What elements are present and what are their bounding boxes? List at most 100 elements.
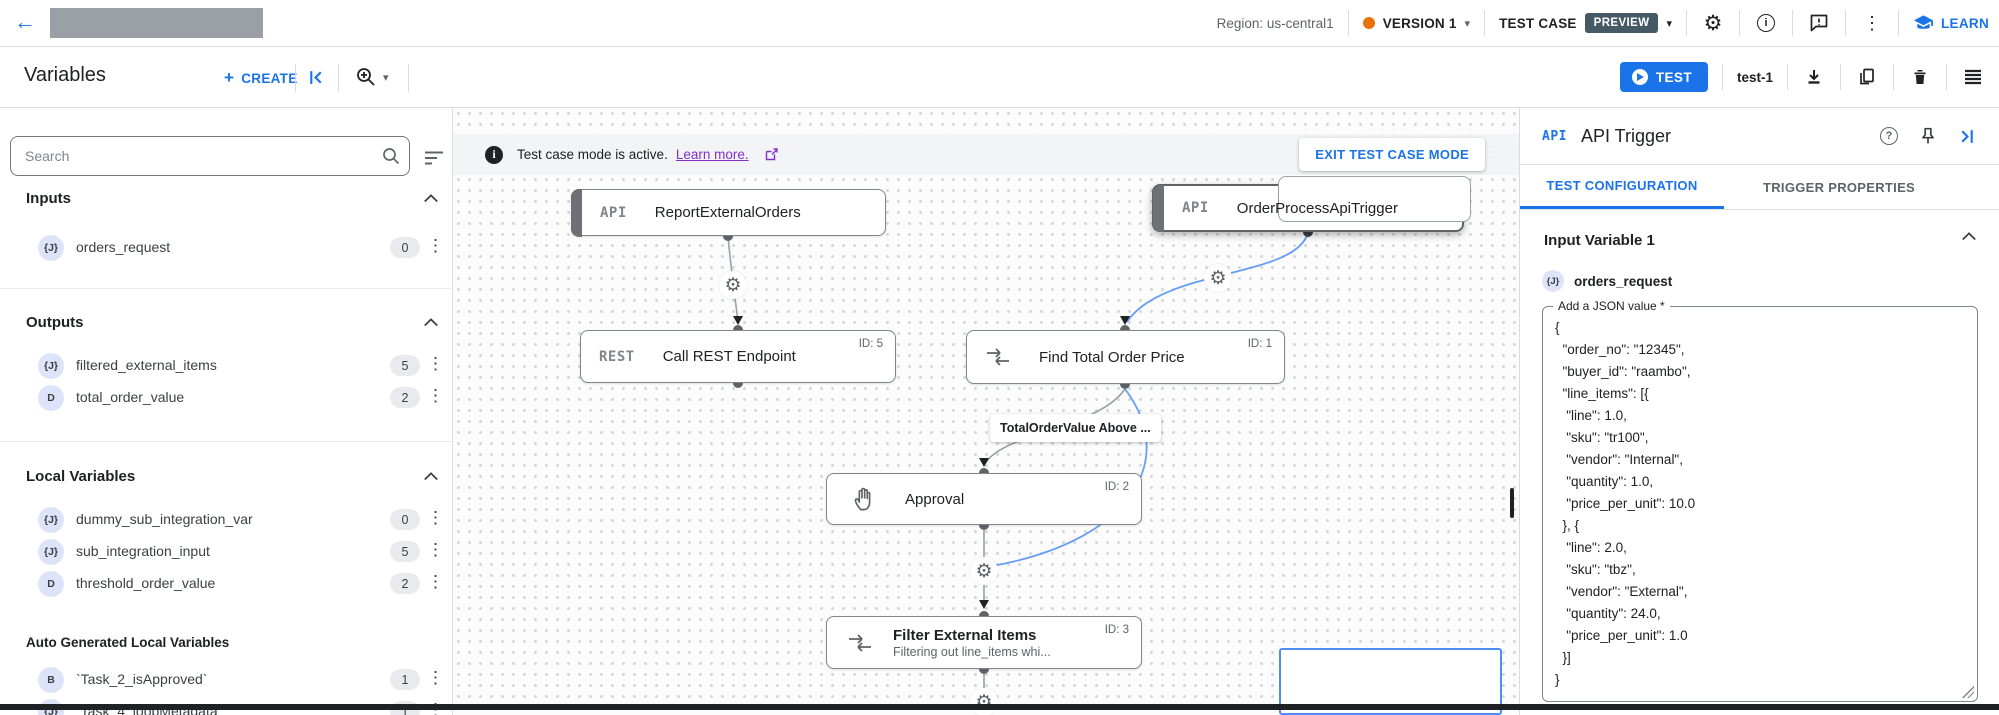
divider xyxy=(1686,10,1687,36)
chevron-up-icon[interactable] xyxy=(423,316,439,328)
kebab-menu-icon[interactable]: ⋮ xyxy=(427,508,444,527)
node-title: OrderProcessApiTrigger xyxy=(1236,199,1398,217)
back-arrow-icon[interactable]: ← xyxy=(14,9,36,34)
search-input[interactable] xyxy=(10,136,410,176)
variable-row[interactable]: {J} filtered_external_items 5 ⋮ xyxy=(0,352,453,382)
test-button[interactable]: TEST xyxy=(1619,62,1708,92)
divider xyxy=(1721,64,1723,90)
edge-condition-gear-icon[interactable]: ⚙ xyxy=(719,271,747,299)
tab-test-configuration[interactable]: TEST CONFIGURATION xyxy=(1520,165,1724,209)
node-order-process-api-trigger[interactable]: API OrderProcessApiTrigger xyxy=(1152,176,1471,232)
delete-trash-icon[interactable] xyxy=(1908,65,1932,89)
panel-header: API API Trigger ? xyxy=(1520,108,1999,165)
zoom-magnifier-icon xyxy=(357,68,375,86)
variable-count-badge: 5 xyxy=(390,541,420,562)
node-title: Filter External Items xyxy=(893,626,1037,644)
json-value-input[interactable]: { "order_no": "12345", "buyer_id": "raam… xyxy=(1555,320,1696,687)
more-options-kebab-icon[interactable]: ⋮ xyxy=(1863,12,1881,33)
kebab-menu-icon[interactable]: ⋮ xyxy=(427,354,444,373)
test-case-dropdown[interactable]: TEST CASE PREVIEW ▾ xyxy=(1499,13,1672,33)
chevron-up-icon[interactable] xyxy=(423,192,439,204)
top-app-bar: ← Region: us-central1 VERSION 1 ▾ TEST C… xyxy=(0,0,1999,47)
section-title: Inputs xyxy=(26,190,71,207)
section-header-local-variables: Local Variables xyxy=(0,468,453,494)
create-variable-button[interactable]: + CREATE xyxy=(224,68,298,88)
kebab-menu-icon[interactable]: ⋮ xyxy=(427,668,444,687)
search-icon xyxy=(383,148,400,165)
edge-condition-label[interactable]: TotalOrderValue Above ... xyxy=(990,414,1161,442)
filter-sort-icon[interactable] xyxy=(424,150,444,166)
variable-name: sub_integration_input xyxy=(76,543,210,559)
variable-row[interactable]: {J} orders_request 0 ⋮ xyxy=(0,234,453,264)
version-dropdown[interactable]: VERSION 1 ▾ xyxy=(1362,16,1470,31)
node-call-rest-endpoint[interactable]: REST Call REST Endpoint ID: 5 xyxy=(580,330,896,383)
edge-condition-gear-icon[interactable]: ⚙ xyxy=(1204,264,1232,292)
canvas-zoom-control[interactable]: ▾ xyxy=(356,67,389,87)
variable-name: dummy_sub_integration_var xyxy=(76,511,253,527)
pin-icon[interactable] xyxy=(1920,127,1936,145)
divider xyxy=(1893,64,1894,90)
node-find-total-order-price[interactable]: Find Total Order Price ID: 1 xyxy=(966,330,1285,384)
variable-type-badge: {J} xyxy=(38,235,64,261)
trigger-type-chip: API xyxy=(1542,128,1567,144)
node-title: Call REST Endpoint xyxy=(662,348,796,365)
edge-condition-gear-icon[interactable]: ⚙ xyxy=(970,688,998,715)
node-type-label: REST xyxy=(599,348,635,365)
help-icon[interactable]: ? xyxy=(1880,127,1898,145)
node-approval[interactable]: Approval ID: 2 xyxy=(826,473,1142,525)
exit-test-case-mode-button[interactable]: EXIT TEST CASE MODE xyxy=(1299,138,1485,171)
input-variable-section-title: Input Variable 1 xyxy=(1544,232,1655,249)
kebab-menu-icon[interactable]: ⋮ xyxy=(427,540,444,559)
variable-row[interactable]: D threshold_order_value 2 ⋮ xyxy=(0,570,453,600)
learn-more-link[interactable]: Learn more. xyxy=(675,147,749,162)
download-icon[interactable] xyxy=(1802,65,1826,89)
node-filter-external-items[interactable]: Filter External Items Filtering out line… xyxy=(826,616,1142,669)
variable-name: orders_request xyxy=(1574,273,1673,289)
variable-type-badge: {J} xyxy=(38,507,64,533)
resize-handle[interactable] xyxy=(1962,686,1974,698)
kebab-menu-icon[interactable]: ⋮ xyxy=(427,572,444,591)
variable-type-badge: {J} xyxy=(38,353,64,379)
edge-condition-gear-icon[interactable]: ⚙ xyxy=(970,557,998,585)
collapse-sidebar-icon[interactable] xyxy=(306,68,325,87)
variable-type-badge: {J} xyxy=(38,539,64,565)
panel-variable: {J} orders_request xyxy=(1542,270,1672,292)
node-id: ID: 2 xyxy=(1104,481,1129,493)
kebab-menu-icon[interactable]: ⋮ xyxy=(427,386,444,405)
minimap[interactable] xyxy=(1279,648,1502,715)
collapse-panel-icon[interactable] xyxy=(1958,127,1977,146)
tab-trigger-properties[interactable]: TRIGGER PROPERTIES xyxy=(1762,179,1916,195)
variable-row[interactable]: D total_order_value 2 ⋮ xyxy=(0,384,453,414)
divider xyxy=(1347,10,1349,36)
duplicate-icon[interactable] xyxy=(1855,65,1879,89)
variable-name: total_order_value xyxy=(76,389,185,405)
variable-count-badge: 0 xyxy=(390,237,420,258)
banner-text: Test case mode is active. xyxy=(517,147,668,162)
chevron-up-icon[interactable] xyxy=(1961,230,1977,242)
node-id: ID: 5 xyxy=(858,338,883,350)
learn-button[interactable]: LEARN xyxy=(1913,14,1989,32)
settings-gear-icon[interactable]: ⚙ xyxy=(1703,11,1723,35)
canvas-scrollbar-thumb[interactable] xyxy=(1510,488,1514,518)
feedback-icon[interactable] xyxy=(1807,11,1831,35)
divider xyxy=(408,64,409,92)
test-case-name[interactable]: test-1 xyxy=(1736,69,1773,85)
node-id: ID: 3 xyxy=(1104,624,1129,636)
node-title: Approval xyxy=(905,490,965,508)
region-label: Region: us-central1 xyxy=(1216,15,1334,31)
node-type-label: API xyxy=(600,204,627,221)
node-id: ID: 1 xyxy=(1247,338,1272,350)
variable-count-badge: 0 xyxy=(390,509,420,530)
variable-row[interactable]: {J} dummy_sub_integration_var 0 ⋮ xyxy=(0,506,453,536)
variable-row[interactable]: B `Task_2_isApproved` 1 ⋮ xyxy=(0,666,453,696)
node-subtitle: Filtering out line_items whi... xyxy=(893,644,1051,659)
variable-name: `Task_2_isApproved` xyxy=(76,671,208,687)
caret-down-icon: ▾ xyxy=(1666,17,1672,30)
variable-row[interactable]: {J} sub_integration_input 5 ⋮ xyxy=(0,538,453,568)
chevron-up-icon[interactable] xyxy=(423,470,439,482)
info-icon[interactable]: i xyxy=(1754,11,1778,35)
log-menu-icon[interactable] xyxy=(1961,65,1985,89)
kebab-menu-icon[interactable]: ⋮ xyxy=(427,236,444,255)
node-report-external-orders[interactable]: API ReportExternalOrders xyxy=(570,188,886,237)
